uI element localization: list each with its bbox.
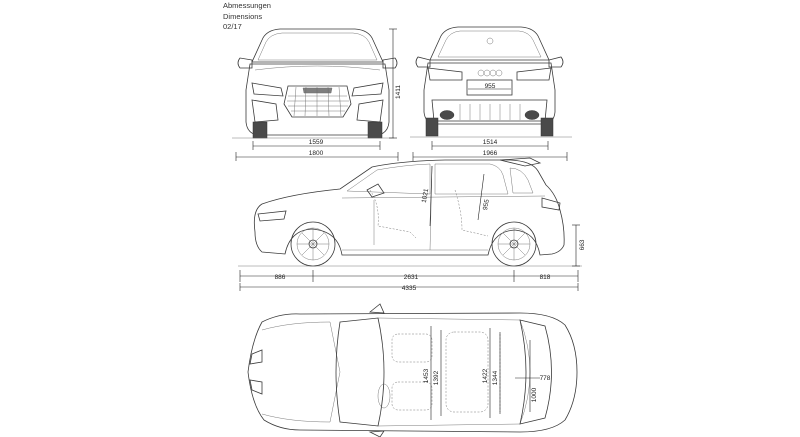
title-english: Dimensions <box>223 11 263 21</box>
cargo-width-label: 1000 <box>531 387 538 402</box>
top-interior-dimensions: 1453 1392 1422 1344 778 1000 <box>423 326 551 420</box>
rear-shoulder-label: 1422 <box>482 368 489 383</box>
rear-headroom-label: 955 <box>482 198 491 210</box>
wheelbase-label: 2631 <box>404 274 419 281</box>
overall-length-label: 4335 <box>402 285 417 292</box>
cargo-height-label: 663 <box>579 239 586 250</box>
rear-overhang-label: 818 <box>540 274 551 281</box>
front-height-label: 1411 <box>395 85 402 99</box>
revision-date: 02/17 <box>223 22 242 31</box>
rear-width-interior-label: 1344 <box>492 370 499 385</box>
rear-badge-label: 955 <box>485 83 496 90</box>
rear-width-dimensions: 1514 1966 <box>412 139 568 161</box>
side-headroom-dimensions: 1021 955 <box>421 165 491 227</box>
side-height-dimension: 663 <box>572 224 586 267</box>
front-view <box>232 28 398 139</box>
front-width-label: 1800 <box>309 150 324 157</box>
side-front-wheel <box>290 221 336 267</box>
front-headroom-label: 1021 <box>421 188 430 204</box>
rear-track-label: 1514 <box>483 139 498 146</box>
side-rear-wheel <box>491 221 537 267</box>
dimensions-header: Abmessungen Dimensions 02/17 <box>223 1 271 33</box>
rear-width-label: 1966 <box>483 150 498 157</box>
front-height-dimension: 1411 <box>389 28 402 139</box>
front-width-dimensions: 1559 1800 <box>235 139 399 161</box>
cargo-length-label: 778 <box>540 375 551 382</box>
rear-badge-dimension: 955 <box>468 83 511 90</box>
side-view <box>238 157 582 267</box>
front-track-label: 1559 <box>309 139 324 146</box>
front-shoulder-label: 1453 <box>423 368 430 383</box>
rear-view <box>410 26 572 138</box>
title-german: Abmessungen <box>223 1 271 10</box>
top-view <box>247 303 578 437</box>
front-overhang-label: 886 <box>275 274 286 281</box>
front-width-interior-label: 1392 <box>433 370 440 385</box>
side-length-dimensions: 886 2631 818 4335 <box>239 270 579 292</box>
